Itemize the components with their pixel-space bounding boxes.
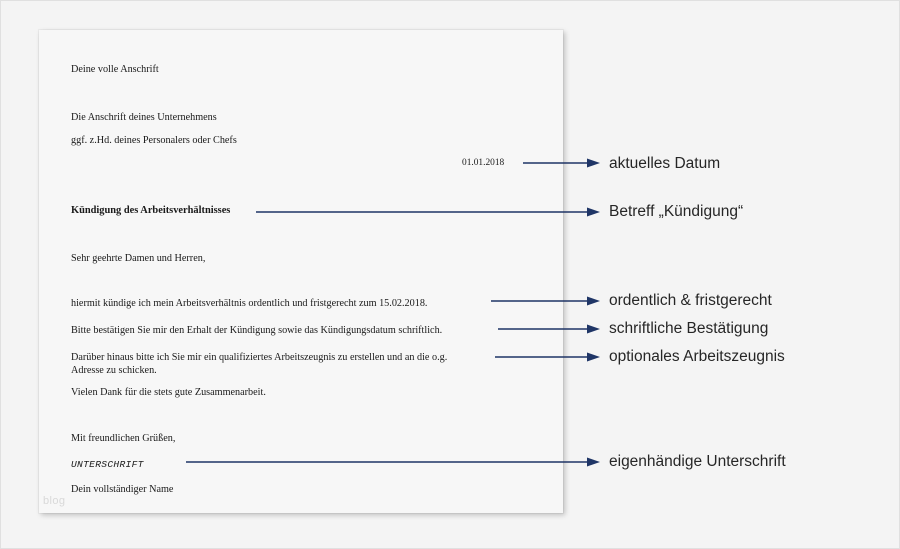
annotation-label-schriftliche-bestaetigung: schriftliche Bestätigung: [609, 320, 769, 337]
closing-line: Mit freundlichen Grüßen,: [71, 433, 176, 444]
body-paragraph-3: Darüber hinaus bitte ich Sie mir ein qua…: [71, 352, 448, 376]
annotation-label-eigenhaendige-unterschrift: eigenhändige Unterschrift: [609, 453, 786, 470]
salutation: Sehr geehrte Damen und Herren,: [71, 253, 206, 264]
annotation-label-aktuelles-datum: aktuelles Datum: [609, 155, 721, 172]
letter-subject: Kündigung des Arbeitsverhältnisses: [71, 205, 231, 216]
annotation-label-betreff: Betreff „Kündigung“: [609, 203, 744, 220]
signature-placeholder: UNTERSCHRIFT: [71, 459, 144, 470]
body-paragraph-4: Vielen Dank für die stets gute Zusammena…: [71, 387, 266, 398]
recipient-address-line-2: ggf. z.Hd. deines Personalers oder Chefs: [71, 135, 237, 146]
blog-watermark: blog: [43, 495, 66, 507]
letter-page: Deine volle Anschrift Die Anschrift dein…: [39, 30, 563, 513]
sender-full-name: Dein vollständiger Name: [71, 484, 174, 495]
recipient-address-line-1: Die Anschrift deines Unternehmens: [71, 112, 217, 123]
letter-date: 01.01.2018: [462, 158, 505, 168]
body-paragraph-2: Bitte bestätigen Sie mir den Erhalt der …: [71, 325, 443, 336]
annotation-label-optionales-arbeitszeugnis: optionales Arbeitszeugnis: [609, 348, 785, 365]
sender-address: Deine volle Anschrift: [71, 64, 159, 75]
body-paragraph-1: hiermit kündige ich mein Arbeitsverhältn…: [71, 298, 428, 309]
annotation-label-ordentlich-fristgerecht: ordentlich & fristgerecht: [609, 292, 772, 309]
